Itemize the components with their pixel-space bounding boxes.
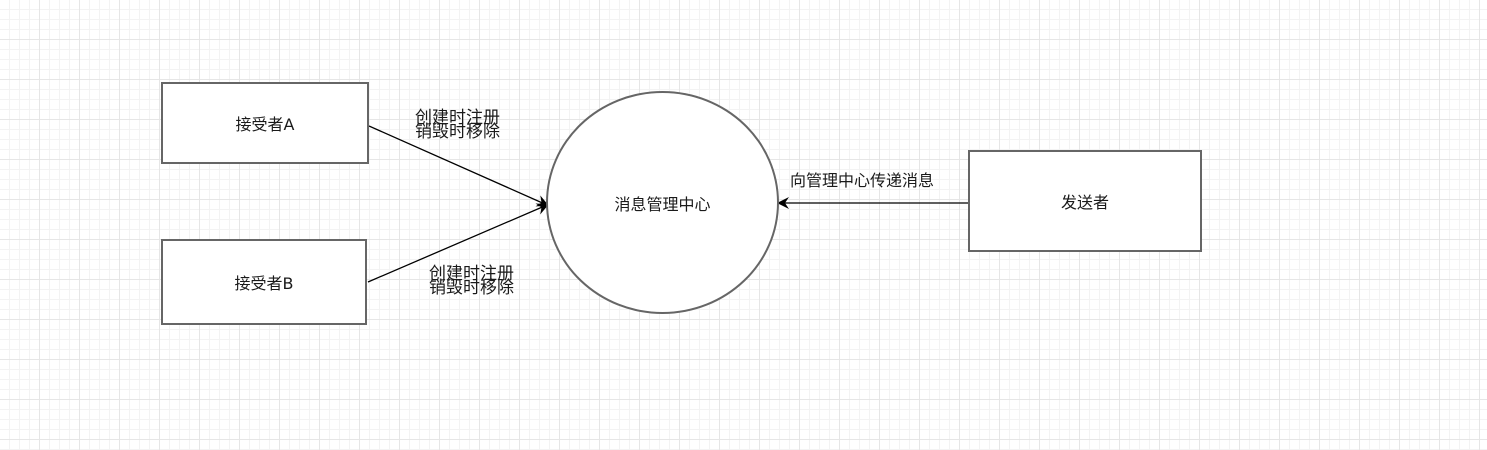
edge-receiver-a-to-center[interactable]: [368, 125, 549, 207]
message-center-label: 消息管理中心: [614, 194, 711, 214]
receiver-a-box[interactable]: 接受者A: [161, 82, 369, 164]
sender-box[interactable]: 发送者: [968, 150, 1202, 252]
edge-b-register-label: 创建时注册: [429, 264, 514, 284]
receiver-b-box[interactable]: 接受者B: [161, 239, 367, 325]
receiver-b-label: 接受者B: [234, 274, 294, 293]
sender-label: 发送者: [1060, 193, 1109, 212]
edge-a-register-label: 创建时注册: [415, 108, 500, 128]
message-center-circle[interactable]: 消息管理中心: [546, 91, 779, 314]
edge-a-remove-label: 销毁时移除: [415, 122, 500, 142]
edge-b-remove-label: 销毁时移除: [429, 278, 514, 298]
edge-sender-label: 向管理中心传递消息: [790, 171, 935, 190]
edge-receiver-b-to-center[interactable]: [367, 203, 549, 283]
receiver-a-label: 接受者A: [235, 115, 295, 134]
